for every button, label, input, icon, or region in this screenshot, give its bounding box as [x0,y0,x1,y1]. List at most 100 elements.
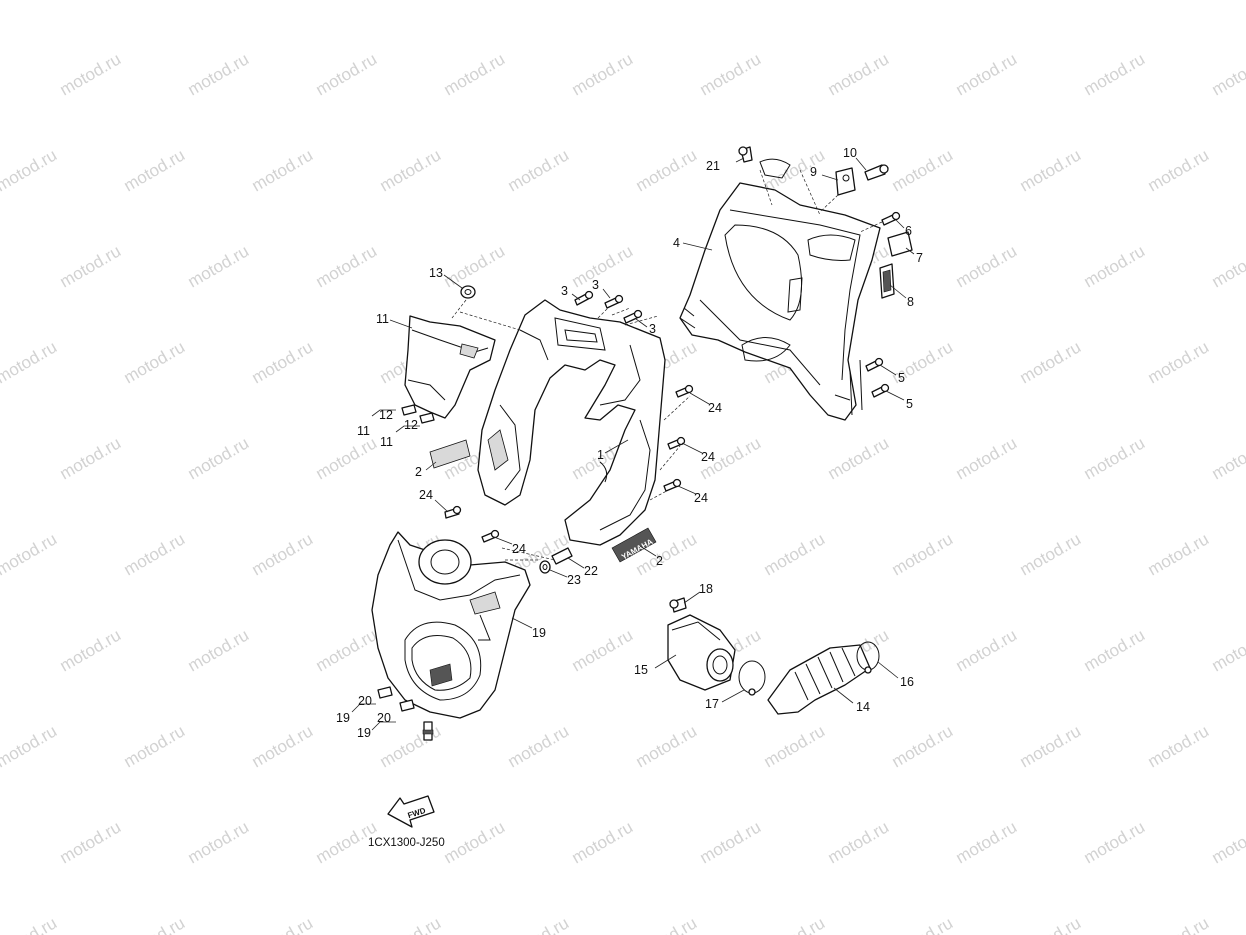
watermark-text: motod.ru [1017,337,1085,387]
watermark-text: motod.ru [889,529,957,579]
part-15-intake-box [667,614,736,691]
part-10-bolt-icon [864,164,889,181]
part-18-bolt-icon [669,597,687,613]
watermark-text: motod.ru [633,913,701,935]
watermark-text: motod.ru [185,49,253,99]
watermark-text: motod.ru [825,49,893,99]
lower-screw-icon [422,721,434,741]
watermark-text: motod.ru [889,0,957,3]
watermark-text: motod.ru [313,241,381,291]
watermark-text: motod.ru [1017,145,1085,195]
watermark-text: motod.ru [505,913,573,935]
watermark-text: motod.ru [1209,625,1246,675]
callout-24-a: 24 [708,401,722,415]
part-23-washer-icon [539,560,551,574]
watermark-text: motod.ru [1081,49,1149,99]
part-5-screws [865,357,890,398]
watermark-text: motod.ru [313,49,381,99]
callout-6: 6 [905,224,912,238]
watermark-text: motod.ru [825,817,893,867]
fwd-arrow-icon: FWD [387,795,435,828]
watermark-text: motod.ru [569,625,637,675]
callout-3-c: 3 [649,322,656,336]
callout-16: 16 [900,675,914,689]
watermark-text: motod.ru [1145,721,1213,771]
watermark-text: motod.ru [185,241,253,291]
callout-8: 8 [907,295,914,309]
callout-24-d: 24 [419,488,433,502]
callout-13: 13 [429,266,443,280]
watermark-text: motod.ru [633,145,701,195]
watermark-text: motod.ru [377,0,445,3]
watermark-text: motod.ru [1209,817,1246,867]
watermark-text: motod.ru [0,337,60,387]
callout-3-a: 3 [561,284,568,298]
callout-19-right: 19 [532,626,546,640]
part-22-bolt-icon [551,547,573,565]
callout-23: 23 [567,573,581,587]
watermark-text: motod.ru [121,145,189,195]
watermark-text: motod.ru [1017,0,1085,3]
callout-9: 9 [810,165,817,179]
callout-4: 4 [673,236,680,250]
part-11-small-cover [404,315,496,419]
callout-19-a: 19 [336,711,350,725]
callout-17: 17 [705,697,719,711]
watermark-text: motod.ru [697,817,765,867]
watermark-text: motod.ru [1081,433,1149,483]
callout-3-b: 3 [592,278,599,292]
callout-2-yamaha: 2 [656,554,663,568]
callout-22: 22 [584,564,598,578]
callout-24-e: 24 [512,542,526,556]
watermark-text: motod.ru [185,817,253,867]
watermark-text: motod.ru [377,721,445,771]
callout-20-a: 20 [358,694,372,708]
watermark-text: motod.ru [697,49,765,99]
watermark-text: motod.ru [889,721,957,771]
watermark-text: motod.ru [953,241,1021,291]
watermark-text: motod.ru [185,625,253,675]
watermark-text: motod.ru [569,241,637,291]
watermark-text: motod.ru [1017,721,1085,771]
watermark-text: motod.ru [0,529,60,579]
watermark-text: motod.ru [953,49,1021,99]
watermark-text: motod.ru [249,529,317,579]
watermark-text: motod.ru [569,49,637,99]
part-17-clamp-icon [738,660,766,696]
watermark-text: motod.ru [1209,433,1246,483]
part-9-bracket [819,167,856,213]
watermark-text: motod.ru [0,913,60,935]
watermark-text: motod.ru [1017,913,1085,935]
callout-labels: 21 9 10 4 6 7 8 5 5 13 11 3 3 3 12 12 11… [336,146,923,740]
watermark-text: motod.ru [0,145,60,195]
watermark-text: motod.ru [313,625,381,675]
part-8-pad [879,263,895,299]
part-16-clamp-icon [856,641,880,674]
watermark-text: motod.ru [761,529,829,579]
part-20-clips [377,686,415,712]
callout-11-mid: 11 [357,424,370,438]
callout-15: 15 [634,663,648,677]
callout-1: 1 [597,448,604,462]
watermark-text: motod.ru [1145,145,1213,195]
part-13-grommet-icon [451,285,476,319]
watermark-text: motod.ru [505,145,573,195]
watermark-text: motod.ru [1145,337,1213,387]
callout-11-low: 11 [380,435,393,449]
callout-11-top: 11 [376,312,389,326]
watermark-text: motod.ru [1145,0,1213,3]
watermark-text: motod.ru [1209,49,1246,99]
watermark-text: motod.ru [1145,529,1213,579]
part-14-hose [767,644,871,715]
part-1-front-cover [459,299,691,546]
watermark-text: motod.ru [825,433,893,483]
watermark-text: motod.ru [633,0,701,3]
watermark-text: motod.ru [953,433,1021,483]
watermark-text: motod.ru [441,49,509,99]
watermark-text: motod.ru [1081,817,1149,867]
watermark-text: motod.ru [761,913,829,935]
part-6-screw-icon [859,211,901,233]
part-19-headlight-housing [371,531,556,719]
watermark-text: motod.ru [121,721,189,771]
